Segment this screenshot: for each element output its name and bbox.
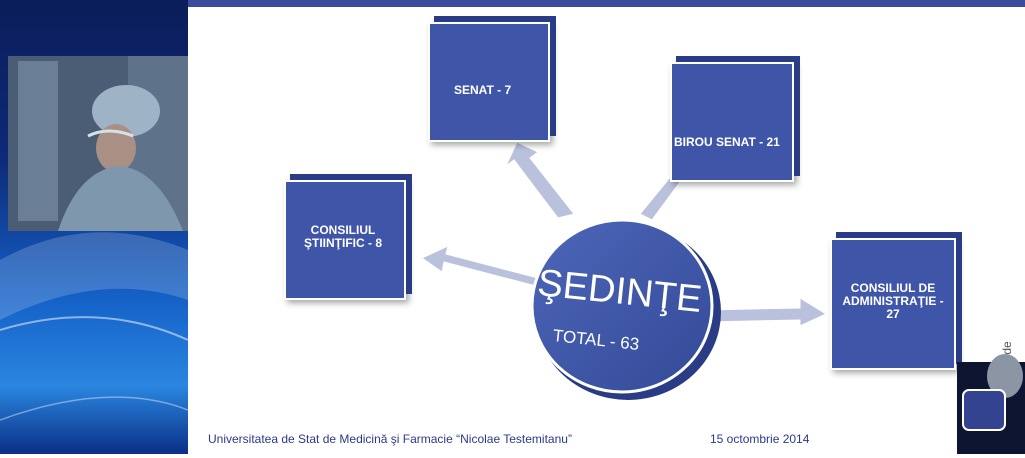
node-senat-label: SENAT - 7	[454, 83, 512, 97]
node-birou-senat-label: BIROU SENAT - 21	[674, 135, 780, 149]
footer-institution: Universitatea de Stat de Medicină şi Far…	[208, 432, 572, 446]
slide-thumbnail[interactable]	[957, 326, 1025, 454]
center-circle	[530, 218, 714, 394]
left-decor-panel	[0, 0, 188, 454]
arrow-to-consiliul-stiintific	[421, 245, 539, 287]
arrow-to-consiliul-administratie	[705, 297, 828, 327]
arrow-to-senat	[505, 141, 575, 219]
surgeon-photo	[8, 56, 188, 231]
top-bar	[0, 0, 1025, 7]
node-birou-senat: BIROU SENAT - 21	[670, 54, 794, 182]
node-senat: SENAT - 7	[428, 14, 550, 142]
node-consiliul-stiintific: CONSILIUL ŞTIINŢIFIC - 8	[284, 172, 406, 300]
node-consiliul-administratie-label: CONSILIUL DE ADMINISTRAŢIE - 27	[842, 281, 944, 321]
node-consiliul-administratie: CONSILIUL DE ADMINISTRAŢIE - 27	[830, 230, 956, 370]
footer-date: 15 octombrie 2014	[710, 432, 810, 446]
node-consiliul-stiintific-label: CONSILIUL ŞTIINŢIFIC - 8	[304, 223, 382, 250]
